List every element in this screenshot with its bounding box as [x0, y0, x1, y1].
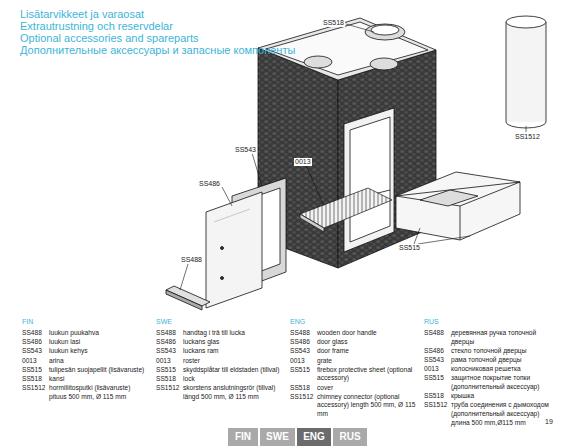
part-description: grate [317, 357, 417, 366]
part-description: hormiliitosputki (lisävaruste) pituus 50… [49, 384, 149, 401]
column-header: ENG [290, 318, 305, 326]
language-tab: RUS [333, 428, 367, 446]
part-description: труба соединения с дымоходом (дополнител… [451, 401, 551, 427]
part-description: door frame [317, 347, 417, 356]
part-code: SS515 [22, 366, 42, 375]
part-code: SS486 [290, 338, 310, 347]
tab-label: RUS [339, 431, 360, 442]
protective-sheet [396, 172, 520, 240]
page-heading: Lisätarvikkeet ja varaosat [20, 8, 144, 20]
callout-number: 0013 [294, 158, 312, 166]
part-description: handtag i trä till lucka [183, 329, 283, 338]
part-description: рама топочной дверцы [451, 356, 551, 365]
callout-number: SS486 [198, 180, 221, 188]
part-code: SS543 [156, 347, 176, 356]
part-description: крышка [451, 392, 551, 401]
language-tab: FIN [228, 428, 258, 446]
part-code: SS543 [290, 347, 310, 356]
part-code: SS486 [156, 338, 176, 347]
part-description: колосниковая решетка [451, 365, 551, 374]
part-description: roster [183, 357, 283, 366]
part-description: luukun lasi [49, 338, 149, 347]
part-description: wooden door handle [317, 329, 417, 338]
tab-label: SWE [266, 431, 289, 442]
part-code: 0013 [424, 365, 439, 374]
part-description: деревянная ручка топочной дверцы [451, 329, 551, 346]
chimney-pipe [506, 16, 546, 128]
part-code: SS518 [156, 375, 176, 384]
callout-number: SS543 [234, 146, 257, 154]
part-description: cover [317, 384, 417, 393]
part-code: SS515 [290, 366, 310, 375]
part-description: tulipesän suojapellit (lisävaruste) [49, 366, 149, 375]
callout-number: SS515 [398, 244, 421, 252]
page-heading: Extrautrustning och reservdelar [20, 20, 173, 32]
leader-line [180, 24, 526, 290]
callout-number: SS518 [322, 19, 345, 27]
tab-label: ENG [303, 431, 325, 442]
part-description: chimney connector (optional accessory) l… [317, 393, 417, 419]
part-description: door glass [317, 338, 417, 347]
part-description: arina [49, 357, 149, 366]
part-description: kansi [49, 375, 149, 384]
part-code: 0013 [290, 357, 305, 366]
part-code: SS543 [424, 356, 444, 365]
part-description: firebox protective sheet (optional acces… [317, 366, 417, 383]
part-code: SS1512 [424, 401, 447, 410]
column-header: SWE [156, 318, 172, 326]
part-code: SS1512 [22, 384, 45, 393]
part-code: SS515 [156, 366, 176, 375]
part-description: luckans glas [183, 338, 283, 347]
callout-number: SS488 [180, 256, 203, 264]
part-code: SS1512 [156, 384, 179, 393]
page-heading: Дополнительные аксессуары и запасные ком… [20, 44, 295, 56]
callout-number: SS1512 [514, 133, 541, 141]
part-description: luukun kehys [49, 347, 149, 356]
part-code: SS518 [22, 375, 42, 384]
language-tab: ENG [297, 428, 331, 446]
wooden-handle [166, 286, 210, 310]
page-number: 19 [544, 418, 554, 426]
part-description: защитное покрытие топки (дополнительный … [451, 374, 551, 391]
grate [300, 188, 392, 232]
part-code: 0013 [22, 357, 37, 366]
part-code: SS515 [424, 374, 444, 383]
part-code: SS488 [22, 329, 42, 338]
door-glass [206, 192, 262, 308]
part-code: SS486 [22, 338, 42, 347]
part-code: SS518 [290, 384, 310, 393]
tab-label: FIN [235, 431, 251, 442]
part-description: skyddsplåtar till eldstaden (tillval) [183, 366, 283, 375]
page-heading: Optional accessories and spareparts [20, 32, 199, 44]
part-code: SS543 [22, 347, 42, 356]
part-description: skorstens anslutningsrör (tillval) längd… [183, 384, 283, 401]
part-code: SS488 [424, 329, 444, 338]
part-code: 0013 [156, 357, 171, 366]
column-header: RUS [424, 318, 439, 326]
language-tab: SWE [260, 428, 295, 446]
part-description: стекло топочной дверцы [451, 347, 551, 356]
part-code: SS486 [424, 347, 444, 356]
part-description: luckans ram [183, 347, 283, 356]
part-code: SS488 [290, 329, 310, 338]
part-description: lock [183, 375, 283, 384]
part-code: SS518 [424, 392, 444, 401]
part-code: SS1512 [290, 393, 313, 402]
part-description: luukun puukahva [49, 329, 149, 338]
part-code: SS488 [156, 329, 176, 338]
column-header: FIN [22, 318, 33, 326]
